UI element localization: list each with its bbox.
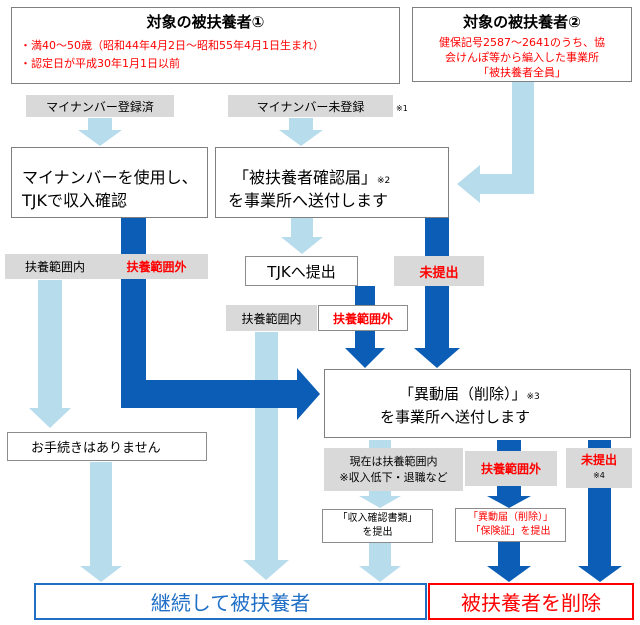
note-4: ※4 (593, 471, 605, 480)
group1-age-condition: ・満40〜50歳（昭和44年4月2日〜昭和55年4月1日生まれ） (20, 39, 324, 52)
group1-date-condition: ・認定日が平成30年1月1日以前 (20, 57, 180, 70)
arrow-light (281, 218, 323, 254)
note-1: ※1 (396, 104, 408, 113)
dependent-confirm-line1: 「被扶養者確認届」※2 (233, 168, 391, 187)
not-submitted-2-text: 未提出 (580, 453, 617, 467)
income-doc-line1: 「収入確認書類」 (337, 513, 418, 524)
within-range-label: 扶養範囲内 (5, 254, 105, 279)
dependent-confirm-box: 「被扶養者確認届」※2 を事業所へ送付します (215, 147, 449, 218)
mynumber-registered-label: マイナンバー登録済 (26, 95, 174, 117)
group2-title: 対象の被扶養者② (463, 13, 581, 31)
outside-range-label-3: 扶養範囲外 (465, 451, 557, 486)
change-notice-box: 「異動届（削除）」※3 を事業所へ送付します (324, 369, 631, 438)
arrow-light (80, 462, 122, 582)
change-doc-line1: 「異動届（削除）」 (468, 512, 553, 523)
group2-line1: 健保記号2587〜2641のうち、協 (439, 36, 605, 49)
arrow-light (279, 118, 323, 146)
submit-tjk-box: TJKへ提出 (245, 256, 358, 286)
within-range-label-2: 扶養範囲内 (226, 305, 317, 331)
change-doc-box: 「異動届（削除）」 「保険証」を提出 (455, 508, 566, 542)
group1-title: 対象の被扶養者① (146, 13, 265, 31)
arrow-light (78, 118, 122, 146)
outside-range-label: 扶養範囲外 (105, 254, 208, 279)
group2-line2: 会けんぽ等から編入した事業所 (445, 51, 599, 64)
note-3: ※3 (526, 392, 540, 402)
currently-within-line2: ※収入低下・退職など (339, 470, 448, 484)
outside-range-label-2: 扶養範囲外 (318, 305, 408, 331)
result-delete-box: 被扶養者を削除 (428, 583, 634, 620)
note-2: ※2 (377, 176, 391, 186)
arrow-light (243, 332, 289, 580)
target-group-1-box: 対象の被扶養者① ・満40〜50歳（昭和44年4月2日〜昭和55年4月1日生まれ… (11, 7, 400, 84)
income-doc-line2: を提出 (362, 527, 393, 538)
mynumber-unregistered-label: マイナンバー未登録 (228, 95, 393, 117)
arrow-light (359, 542, 401, 582)
change-notice-line2: を事業所へ送付します (380, 408, 531, 426)
change-notice-line1: 「異動届（削除）」※3 (399, 385, 540, 403)
currently-within-label: 現在は扶養範囲内 ※収入低下・退職など (324, 448, 463, 491)
arrow-light (29, 280, 71, 428)
currently-within-line1: 現在は扶養範囲内 (349, 454, 438, 468)
arrow-dark (121, 218, 320, 420)
arrow-dark (487, 540, 531, 582)
change-doc-line2: 「保険証」を提出 (470, 526, 551, 537)
arrow-dark (414, 218, 460, 368)
result-continue-box: 継続して被扶養者 (34, 583, 427, 620)
not-submitted-label-2: 未提出 ※4 (566, 448, 632, 488)
no-procedure-box: お手続きはありません (7, 432, 207, 461)
group2-line3: 「被扶養者全員」 (478, 66, 566, 79)
mynumber-check-box: マイナンバーを使用し、 TJKで収入確認 (11, 147, 208, 218)
target-group-2-box: 対象の被扶養者② 健保記号2587〜2641のうち、協 会けんぽ等から編入した事… (412, 7, 632, 82)
income-doc-box: 「収入確認書類」 を提出 (322, 509, 433, 543)
mynumber-check-line1: マイナンバーを使用し、 (22, 168, 198, 187)
mynumber-check-line2: TJKで収入確認 (22, 191, 127, 210)
not-submitted-label: 未提出 (394, 256, 484, 286)
dependent-confirm-line2: を事業所へ送付します (228, 191, 389, 210)
arrow-light (457, 82, 534, 203)
